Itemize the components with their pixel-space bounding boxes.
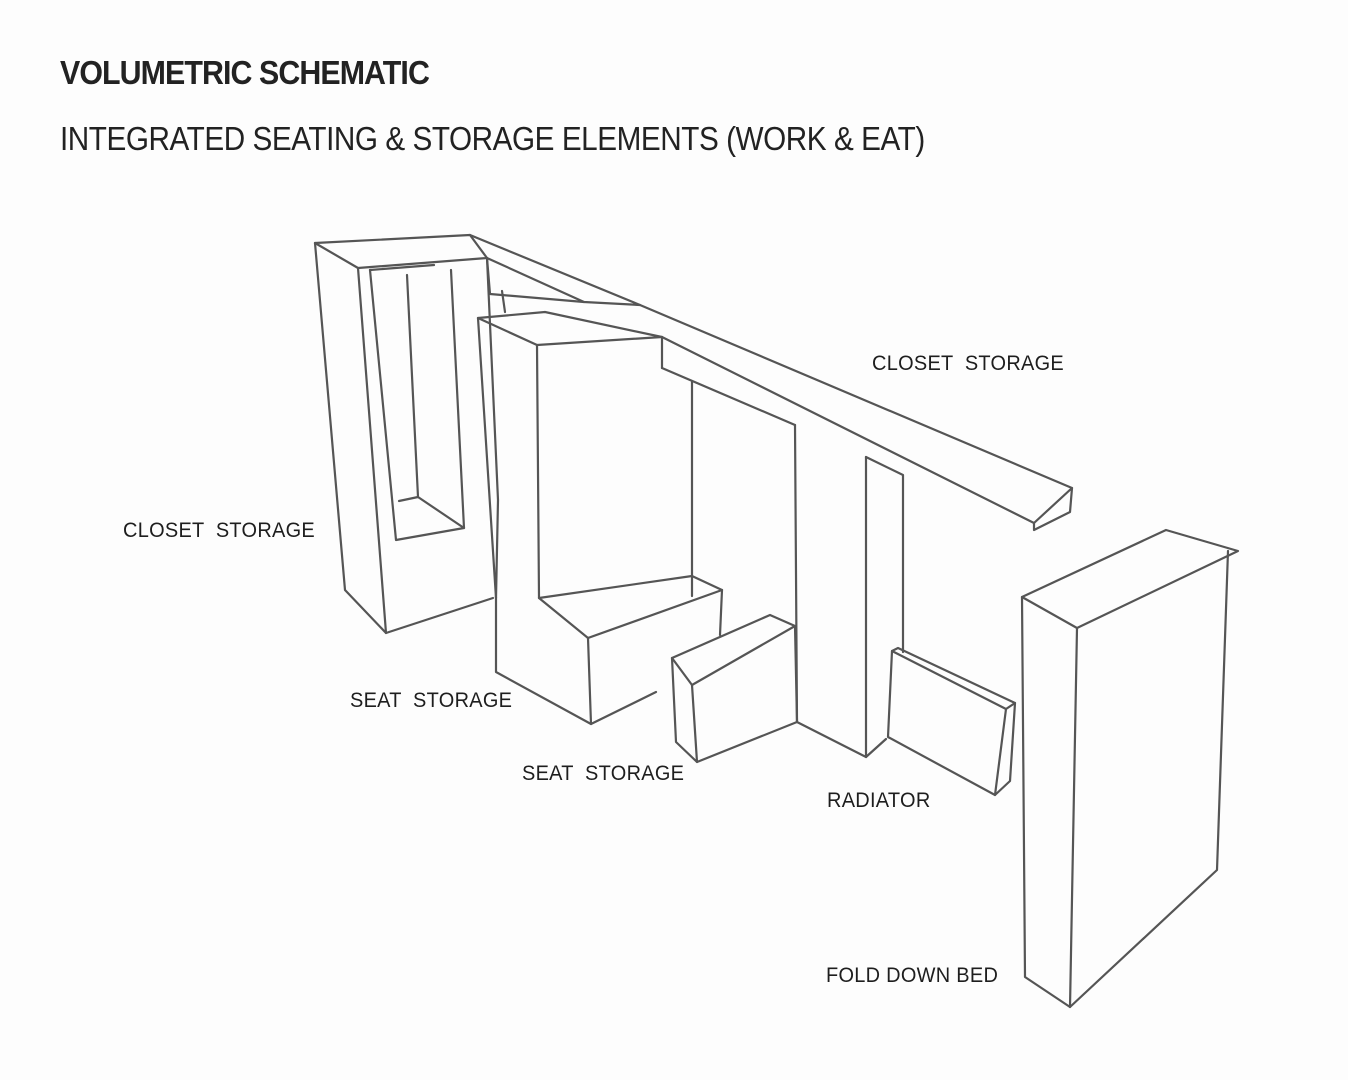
- seat-storage-2-volume: [670, 613, 799, 764]
- radiator-volume: [886, 646, 1017, 797]
- label-closet-storage-left: CLOSET STORAGE: [123, 519, 316, 542]
- partition-column-volume: [793, 423, 905, 759]
- fold-down-bed-volume: [1020, 528, 1240, 1009]
- label-fold-down-bed: FOLD DOWN BED: [826, 964, 999, 987]
- diagram-title: VOLUMETRIC SCHEMATIC: [60, 54, 430, 91]
- closet-storage-top-volume: [468, 233, 1074, 532]
- label-closet-storage-top: CLOSET STORAGE: [872, 352, 1065, 375]
- closet-storage-left-volume: [313, 233, 500, 635]
- label-seat-storage-2: SEAT STORAGE: [522, 762, 685, 785]
- label-seat-storage-1: SEAT STORAGE: [350, 689, 513, 712]
- label-radiator: RADIATOR: [827, 789, 931, 812]
- diagram-subtitle: INTEGRATED SEATING & STORAGE ELEMENTS (W…: [60, 120, 925, 157]
- seat-storage-1-volume: [476, 310, 724, 726]
